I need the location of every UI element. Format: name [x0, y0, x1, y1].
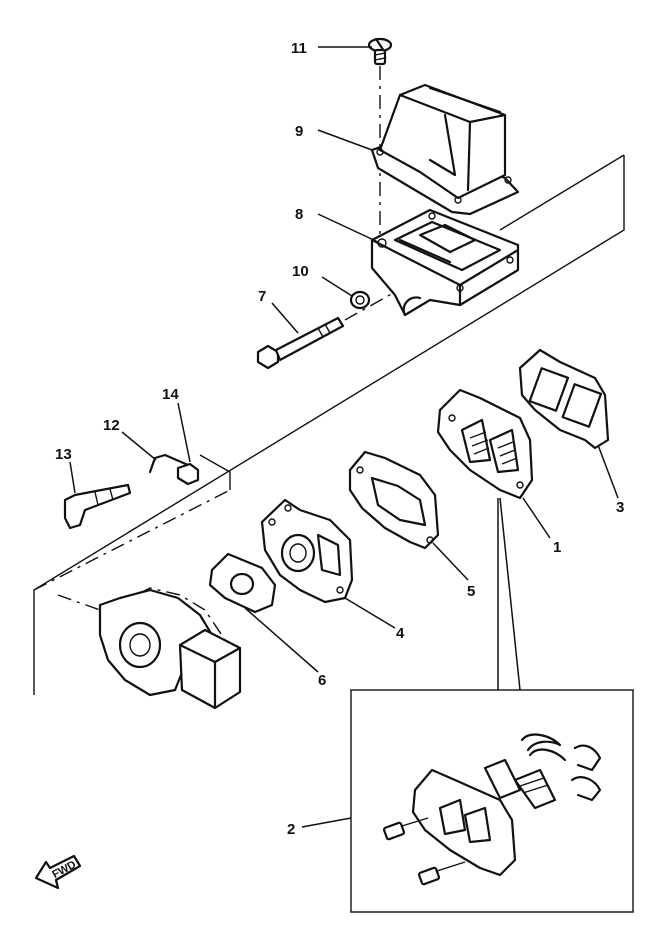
leader-lines — [69, 46, 619, 828]
callout-10: 10 — [292, 263, 309, 280]
callout-6: 6 — [318, 672, 326, 689]
part-6-gasket — [208, 552, 277, 614]
callout-1: 1 — [553, 539, 561, 556]
assembly-outline — [33, 154, 625, 695]
callout-4: 4 — [396, 625, 405, 642]
callout-2: 2 — [287, 821, 295, 838]
callout-14: 14 — [162, 386, 179, 403]
fwd-arrow-icon: FWD — [34, 854, 82, 890]
carburetor-reference — [57, 587, 242, 710]
callout-labels: 11 9 8 10 7 14 12 13 1 3 5 4 6 2 — [55, 40, 624, 838]
part-7-bolt — [256, 291, 396, 370]
part-9-cover — [370, 83, 520, 216]
callout-11: 11 — [291, 40, 307, 57]
callout-12: 12 — [103, 417, 120, 434]
part-4-adapter — [260, 498, 354, 604]
part-5-gasket — [348, 450, 440, 550]
callout-9: 9 — [295, 123, 303, 140]
part-8-housing — [370, 208, 520, 317]
part-3-gasket — [518, 348, 610, 450]
part-10-grommet — [349, 290, 371, 310]
part-12-hook — [148, 453, 190, 474]
callout-5: 5 — [467, 583, 475, 600]
part-13-clip — [63, 483, 132, 530]
callout-13: 13 — [55, 446, 72, 463]
callout-7: 7 — [258, 288, 266, 305]
part-2-kit-box — [350, 497, 634, 913]
fwd-label: FWD — [50, 859, 78, 881]
callout-8: 8 — [295, 206, 303, 223]
part-14-clamp — [176, 462, 200, 486]
callout-3: 3 — [616, 499, 624, 516]
part-1-reed-valve — [436, 388, 534, 500]
